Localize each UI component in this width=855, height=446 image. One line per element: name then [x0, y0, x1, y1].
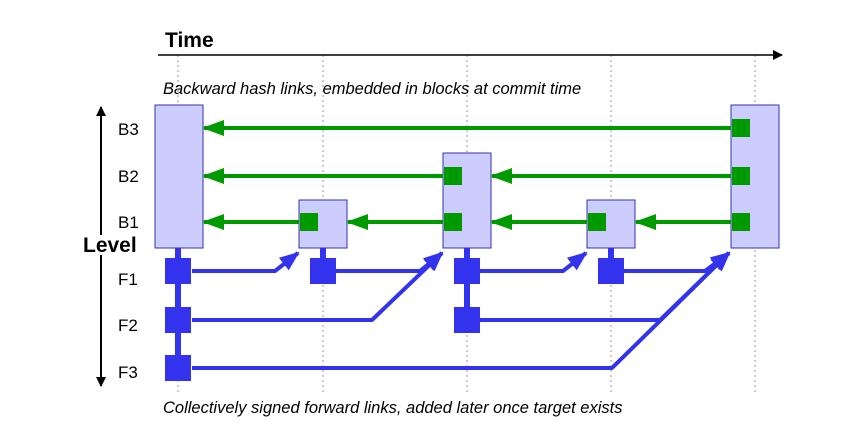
- forward-square-block3-f1: [454, 258, 480, 284]
- level-label-b3: B3: [118, 120, 139, 139]
- hash-square-block4-b1: [588, 213, 606, 231]
- forward-square-block1-f1: [165, 258, 191, 284]
- forward-square-block2-f1: [310, 258, 336, 284]
- forward-links-caption: Collectively signed forward links, added…: [163, 399, 622, 417]
- level-label-b2: B2: [118, 167, 139, 186]
- forward-link-f1-block3-to-block4: [480, 251, 588, 273]
- hash-square-block5-b2: [732, 167, 750, 185]
- forward-square-block1-f2: [165, 307, 191, 333]
- backward-links-caption: Backward hash links, embedded in blocks …: [163, 80, 581, 98]
- hash-square-block3-b2: [444, 167, 462, 185]
- hash-square-block2-b1: [300, 213, 318, 231]
- forward-links: [192, 251, 731, 370]
- level-axis-label: Level: [83, 234, 137, 257]
- forward-connectors: [175, 248, 614, 368]
- time-title: Time: [165, 29, 214, 52]
- forward-square-block3-f2: [454, 307, 480, 333]
- level-label-f2: F2: [118, 316, 138, 335]
- level-label-f1: F1: [118, 270, 138, 289]
- block-1: [154, 104, 204, 249]
- hash-square-block5-b3: [732, 119, 750, 137]
- hash-square-block3-b1: [444, 213, 462, 231]
- backward-hash-links: [202, 120, 731, 230]
- forward-link-f1-block1-to-block2: [192, 251, 300, 273]
- level-label-b1: B1: [118, 213, 139, 232]
- hash-square-block5-b1: [732, 213, 750, 231]
- forward-link-f2-block1-to-block3: [192, 251, 444, 322]
- level-label-f3: F3: [118, 363, 138, 382]
- forward-square-block1-f3: [165, 355, 191, 381]
- forward-square-block4-f1: [598, 258, 624, 284]
- forward-link-f3-block1-to-block5: [192, 251, 731, 370]
- forward-squares: [165, 258, 624, 381]
- hash-squares: [300, 119, 750, 231]
